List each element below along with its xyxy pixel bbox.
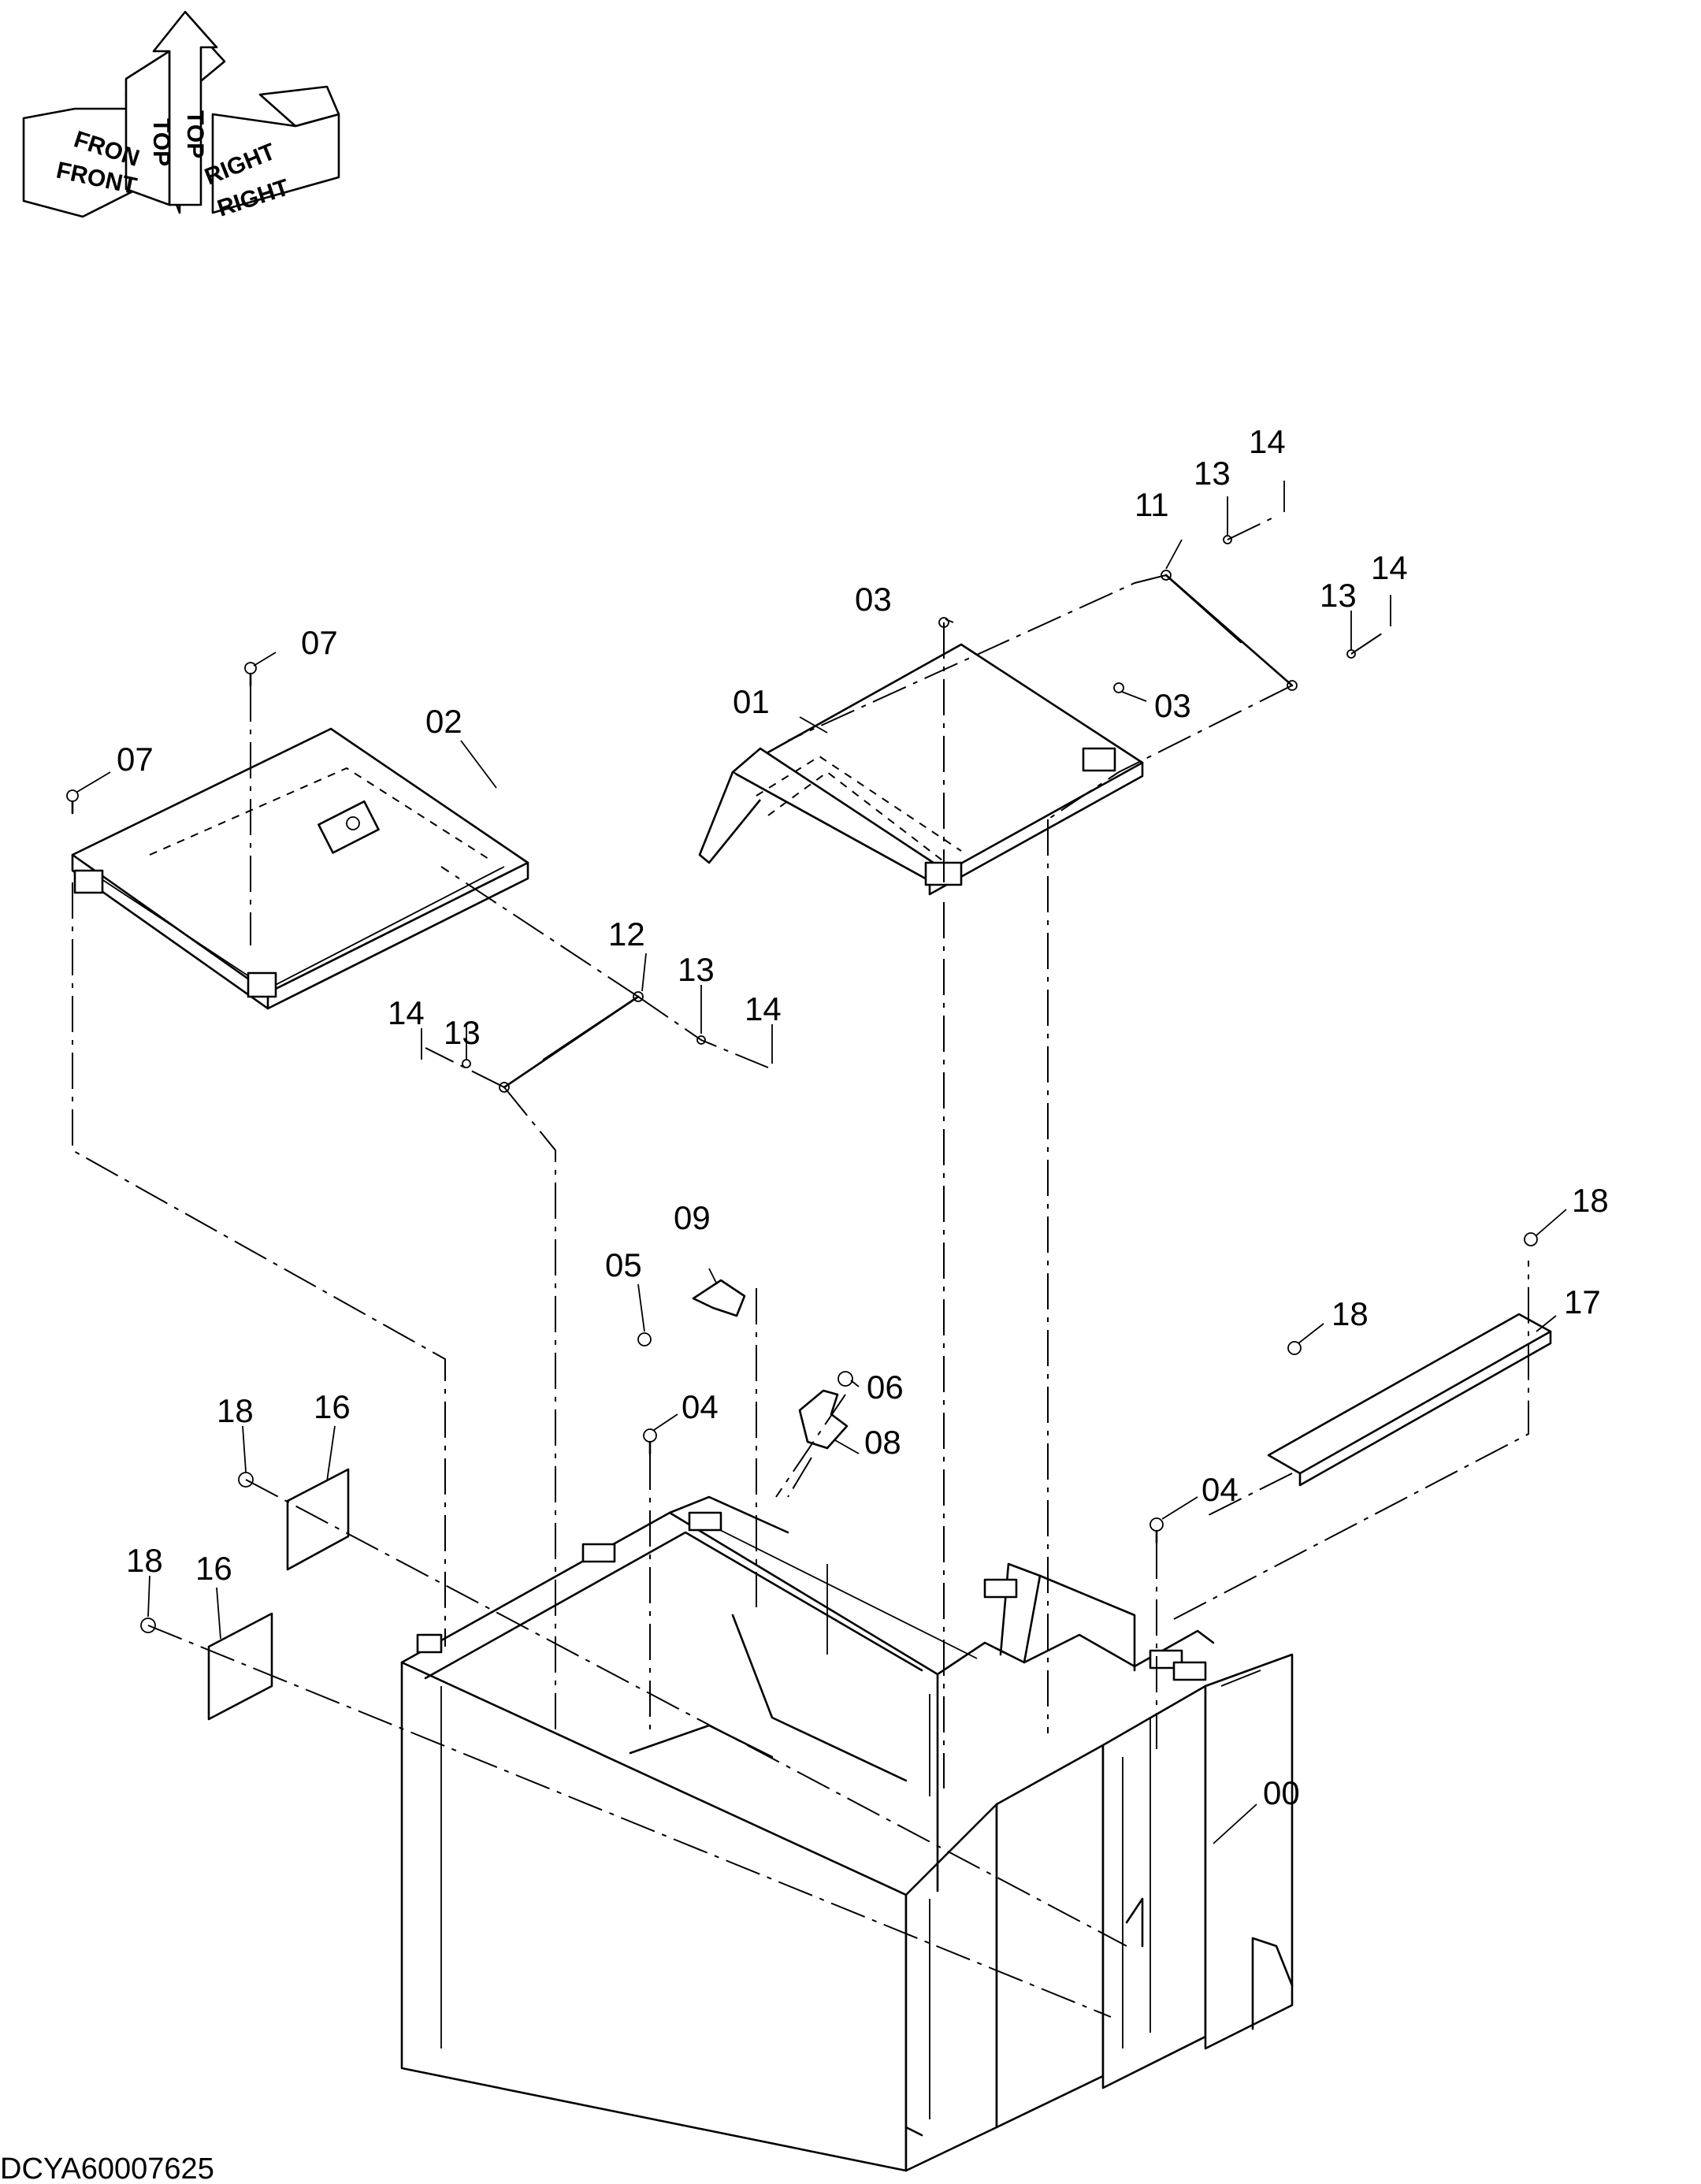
label-part-16-upper: 16 [314, 1388, 351, 1425]
label-part-14-d: 14 [388, 994, 425, 1031]
label-part-02: 02 [425, 703, 462, 740]
label-part-14-a: 14 [1249, 423, 1286, 460]
label-part-04-right: 04 [1201, 1471, 1239, 1508]
label-part-16-lower: 16 [195, 1550, 232, 1587]
label-part-09: 09 [674, 1199, 711, 1236]
part-00-box [400, 1495, 1294, 2172]
label-part-06: 06 [867, 1369, 904, 1406]
part-16-cover-lower [207, 1612, 273, 1721]
label-part-00: 00 [1263, 1774, 1300, 1811]
label-part-01: 01 [733, 683, 770, 720]
label-part-13-d: 13 [444, 1014, 481, 1051]
label-part-17: 17 [1564, 1283, 1601, 1320]
part-09-bracket [692, 1279, 746, 1317]
label-part-12: 12 [608, 916, 645, 953]
label-part-18-left-lower: 18 [126, 1542, 163, 1579]
part-02-lid [71, 727, 529, 1010]
label-part-07-lower: 07 [117, 741, 154, 778]
part-11-gas-strut [1161, 570, 1298, 691]
label-part-03-lower: 03 [1154, 687, 1191, 724]
assembly-centerlines [72, 515, 1529, 2018]
label-part-18-left-upper: 18 [217, 1392, 254, 1429]
label-part-14-b: 14 [1371, 549, 1408, 586]
part-17-rail [1267, 1313, 1552, 1487]
label-part-18-right-upper: 18 [1572, 1182, 1609, 1219]
label-part-13-c: 13 [678, 951, 715, 988]
part-16-cover-upper [286, 1468, 350, 1571]
label-part-08: 08 [864, 1424, 901, 1461]
label-part-07-upper: 07 [301, 624, 338, 661]
orientation-arrows-icon: FRON FRONT TOP TOP RIGHT RIGHT [22, 10, 340, 222]
orientation-top-label-a: TOP [148, 118, 174, 166]
part-12-gas-strut [499, 991, 644, 1093]
label-leader-lines [76, 481, 1567, 1844]
label-part-05: 05 [605, 1246, 642, 1283]
part-08-latch [798, 1389, 849, 1450]
label-part-13-b: 13 [1320, 577, 1357, 614]
label-part-03-upper: 03 [855, 581, 892, 618]
label-part-13-a: 13 [1194, 455, 1231, 492]
part-01-lid [698, 643, 1144, 896]
label-part-18-right-lower: 18 [1331, 1295, 1369, 1332]
part-number-labels: 02 01 03 03 11 13 14 13 14 07 07 12 13 1… [117, 423, 1609, 1811]
label-part-11: 11 [1135, 486, 1169, 523]
label-part-04-left: 04 [682, 1388, 719, 1425]
orientation-top-label-b: TOP [182, 110, 208, 158]
hardware-bolts [66, 535, 1538, 1633]
label-part-14-c: 14 [745, 990, 782, 1027]
drawing-code: DCYA60007625 [0, 2152, 214, 2184]
